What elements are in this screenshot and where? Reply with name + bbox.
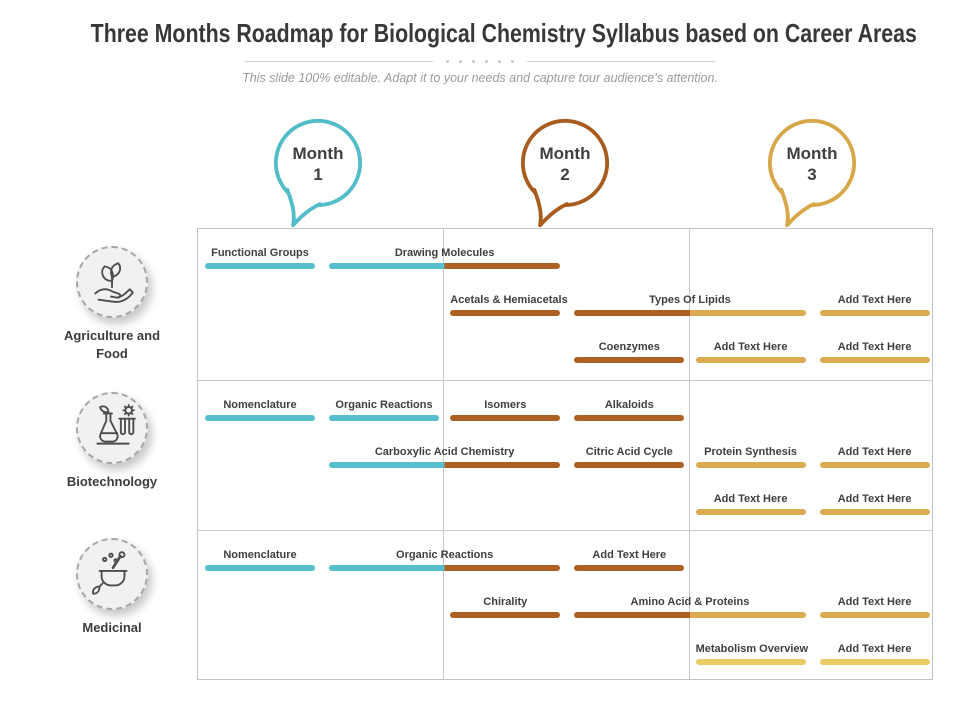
speech-balloon-icon: [273, 118, 363, 228]
flask-gear-icon: [96, 404, 136, 445]
roadmap-bar-label: Nomenclature: [223, 549, 297, 561]
roadmap-bar: [819, 310, 930, 316]
divider-dot: [511, 60, 514, 63]
divider: [245, 60, 715, 63]
month-word: Month: [292, 144, 344, 163]
speech-balloon-icon: [520, 118, 610, 228]
roadmap-bar-label: Protein Synthesis: [704, 446, 798, 458]
roadmap-bar-label: Coenzymes: [598, 341, 660, 353]
icon-circle: [76, 392, 148, 464]
roadmap-bar-label: Add Text Here: [837, 294, 912, 306]
roadmap-bar: [819, 659, 930, 665]
roadmap-bar-label: Functional Groups: [211, 247, 309, 259]
roadmap-bar: [695, 509, 806, 515]
roadmap-bar: [574, 462, 685, 468]
speech-balloon-icon: [767, 118, 857, 228]
roadmap-bar-label: Add Text Here: [713, 493, 788, 505]
roadmap-bar-label: Drawing Molecules: [394, 247, 495, 259]
roadmap-bar-label: Add Text Here: [713, 341, 788, 353]
roadmap-grid: [197, 228, 933, 680]
month-3-bubble: Month 3: [764, 117, 860, 230]
roadmap-bar-label: Citric Acid Cycle: [585, 446, 673, 458]
roadmap-bar-label: Nomenclature: [223, 399, 297, 411]
roadmap-bar-label: Carboxylic Acid Chemistry: [374, 446, 515, 458]
roadmap-bar: [574, 357, 685, 363]
roadmap-bar-label: Isomers: [484, 399, 527, 411]
month-number: 2: [560, 165, 570, 184]
roadmap-bar: [450, 310, 561, 316]
roadmap-bar: [329, 462, 561, 468]
roadmap-bar: [819, 357, 930, 363]
roadmap-bar: [695, 462, 806, 468]
divider-line-right: [527, 61, 715, 62]
page-title: Three Months Roadmap for Biological Chem…: [90, 18, 917, 48]
divider-dot: [472, 60, 475, 63]
grid-row-line: [197, 380, 933, 381]
roadmap-bar: [574, 415, 685, 421]
title-wrap: Three Months Roadmap for Biological Chem…: [0, 18, 960, 49]
roadmap-bar: [574, 612, 806, 618]
month-word: Month: [539, 144, 591, 163]
roadmap-bar: [329, 565, 561, 571]
roadmap-bar: [819, 612, 930, 618]
roadmap-bar: [819, 462, 930, 468]
grid-column-line: [689, 228, 690, 680]
row-head-biotechnology: Biotechnology: [37, 392, 187, 491]
grid-column-line: [443, 228, 444, 680]
roadmap-bar: [574, 565, 685, 571]
row-caption: Biotechnology: [66, 474, 158, 489]
divider-dot: [459, 60, 462, 63]
roadmap-bar-label: Add Text Here: [837, 341, 912, 353]
roadmap-bar-label: Add Text Here: [837, 446, 912, 458]
divider-dot: [498, 60, 501, 63]
grid-row-line: [197, 530, 933, 531]
row-caption: Medicinal: [82, 620, 142, 635]
divider-line-left: [245, 61, 433, 62]
roadmap-bar-label: Acetals & Hemiacetals: [450, 294, 568, 306]
roadmap-bar: [695, 357, 806, 363]
month-1-label: Month 1: [270, 143, 366, 185]
roadmap-bar-label: Chirality: [483, 596, 528, 608]
icon-circle: [76, 246, 148, 318]
roadmap-bar-label: Organic Reactions: [396, 549, 494, 561]
roadmap-bar-label: Alkaloids: [604, 399, 654, 411]
month-2-bubble: Month 2: [517, 117, 613, 230]
roadmap-bar-label: Metabolism Overview: [695, 643, 809, 655]
roadmap-bar: [695, 659, 806, 665]
roadmap-bar: [819, 509, 930, 515]
row-head-agriculture: Agriculture and Food: [37, 246, 187, 363]
roadmap-bar: [205, 565, 315, 571]
month-word: Month: [786, 144, 838, 163]
divider-dot: [446, 60, 449, 63]
roadmap-bar: [450, 612, 561, 618]
subtitle: This slide 100% editable. Adapt it to yo…: [242, 71, 718, 85]
month-number: 1: [313, 165, 323, 184]
roadmap-bar: [450, 415, 561, 421]
hand-plant-icon: [94, 262, 134, 303]
roadmap-bar-label: Types Of Lipids: [649, 294, 731, 306]
roadmap-bar-label: Add Text Here: [837, 493, 912, 505]
roadmap-bar: [205, 415, 315, 421]
month-number: 3: [807, 165, 817, 184]
roadmap-bar: [205, 263, 315, 269]
row-caption: Agriculture and Food: [63, 328, 161, 361]
divider-dots: [441, 60, 519, 63]
roadmap-bar-label: Organic Reactions: [335, 399, 433, 411]
icon-circle: [76, 538, 148, 610]
row-head-medicinal: Medicinal: [37, 538, 187, 637]
month-1-bubble: Month 1: [270, 117, 366, 230]
roadmap-bar-label: Amino Acid & Proteins: [630, 596, 750, 608]
roadmap-bar: [574, 310, 806, 316]
roadmap-bar: [329, 263, 561, 269]
roadmap-bar-label: Add Text Here: [837, 643, 912, 655]
roadmap-bar-label: Add Text Here: [837, 596, 912, 608]
divider-dot: [485, 60, 488, 63]
roadmap-bar-label: Add Text Here: [592, 549, 667, 561]
mortar-pestle-icon: [92, 551, 128, 595]
roadmap-bar: [329, 415, 439, 421]
month-2-label: Month 2: [517, 143, 613, 185]
month-3-label: Month 3: [764, 143, 860, 185]
